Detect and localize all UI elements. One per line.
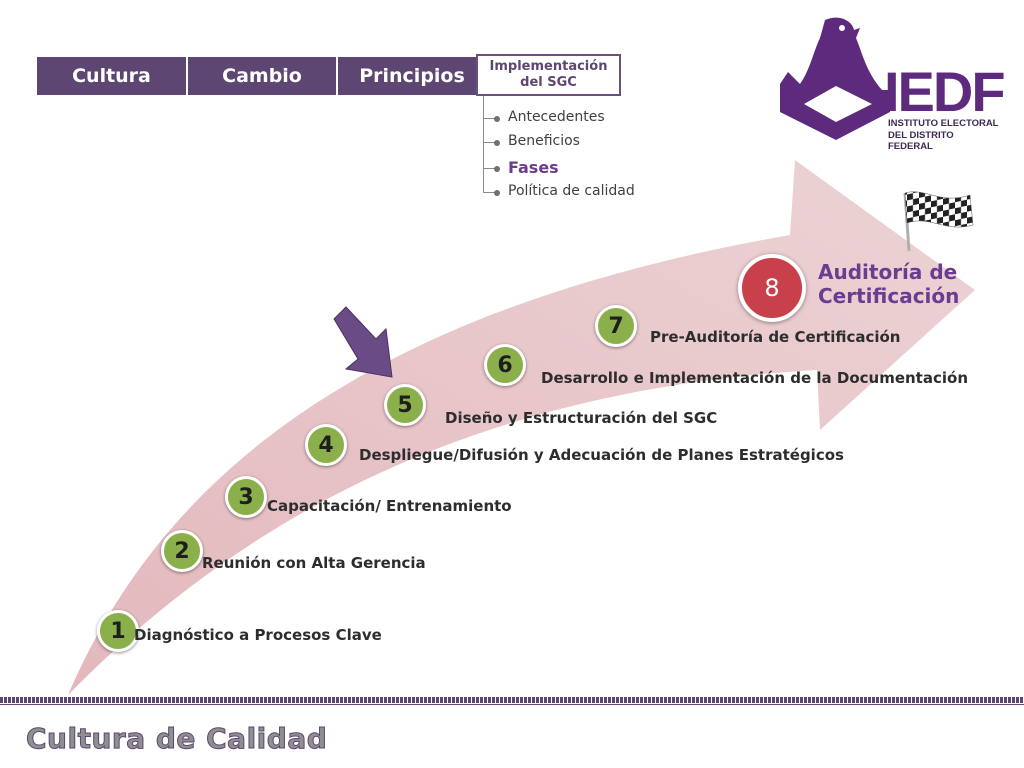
footer-title: Cultura de Calidad [25,722,328,756]
subnav-item-label: Fases [508,158,559,177]
step-number: 6 [497,352,513,378]
step-number: 2 [174,538,190,564]
step-7-label: Pre-Auditoría de Certificación [650,328,901,346]
tab-cambio[interactable]: Cambio [188,57,338,95]
step-8-badge: 8 [738,254,806,322]
subnav-item-label: Beneficios [508,133,580,149]
step-1-label: Diagnóstico a Procesos Clave [134,626,382,644]
step-8-label: Auditoría de Certificación [818,260,960,308]
subnav-item-label: Política de calidad [508,183,635,199]
footer-divider [0,697,1024,703]
iedf-logo: IEDF INSTITUTO ELECTORAL DEL DISTRITO FE… [780,12,1006,152]
step-2-label: Reunión con Alta Gerencia [202,554,426,572]
logo-line1: INSTITUTO ELECTORAL [888,118,999,129]
step-number: 4 [318,432,334,458]
subnav-connector [483,96,484,192]
tab-principios[interactable]: Principios [338,57,488,95]
step-3-badge: 3 [225,476,267,518]
step-3-label: Capacitación/ Entrenamiento [267,497,512,515]
subnav-item-label: Antecedentes [508,109,605,125]
footer-divider-thin [0,704,1024,705]
step-number: 5 [397,392,413,418]
iedf-dove-logo [780,17,890,140]
pointer-arrow-icon [333,306,393,378]
step-number: 7 [608,313,624,339]
step-number: 3 [238,484,254,510]
checkered-flag-icon [903,191,974,252]
step-2-badge: 2 [161,530,203,572]
step-5-badge: 5 [384,384,426,426]
step-5-label: Diseño y Estructuración del SGC [445,409,718,427]
top-nav: Cultura Cambio Principios Implementación… [37,54,621,96]
logo-line2: DEL DISTRITO FEDERAL [888,130,954,152]
step-number: 1 [110,618,126,644]
step-4-badge: 4 [305,424,347,466]
tab-cultura[interactable]: Cultura [37,57,188,95]
step-4-label: Despliegue/Difusión y Adecuación de Plan… [359,446,844,464]
step-6-label: Desarrollo e Implementación de la Docume… [541,369,968,387]
step-6-badge: 6 [484,344,526,386]
logo-acronym: IEDF [884,60,1006,123]
step-7-badge: 7 [595,305,637,347]
step-1-badge: 1 [97,610,139,652]
step-number: 8 [764,274,780,302]
tab-implementacion-sgc[interactable]: Implementación del SGC [476,54,621,96]
